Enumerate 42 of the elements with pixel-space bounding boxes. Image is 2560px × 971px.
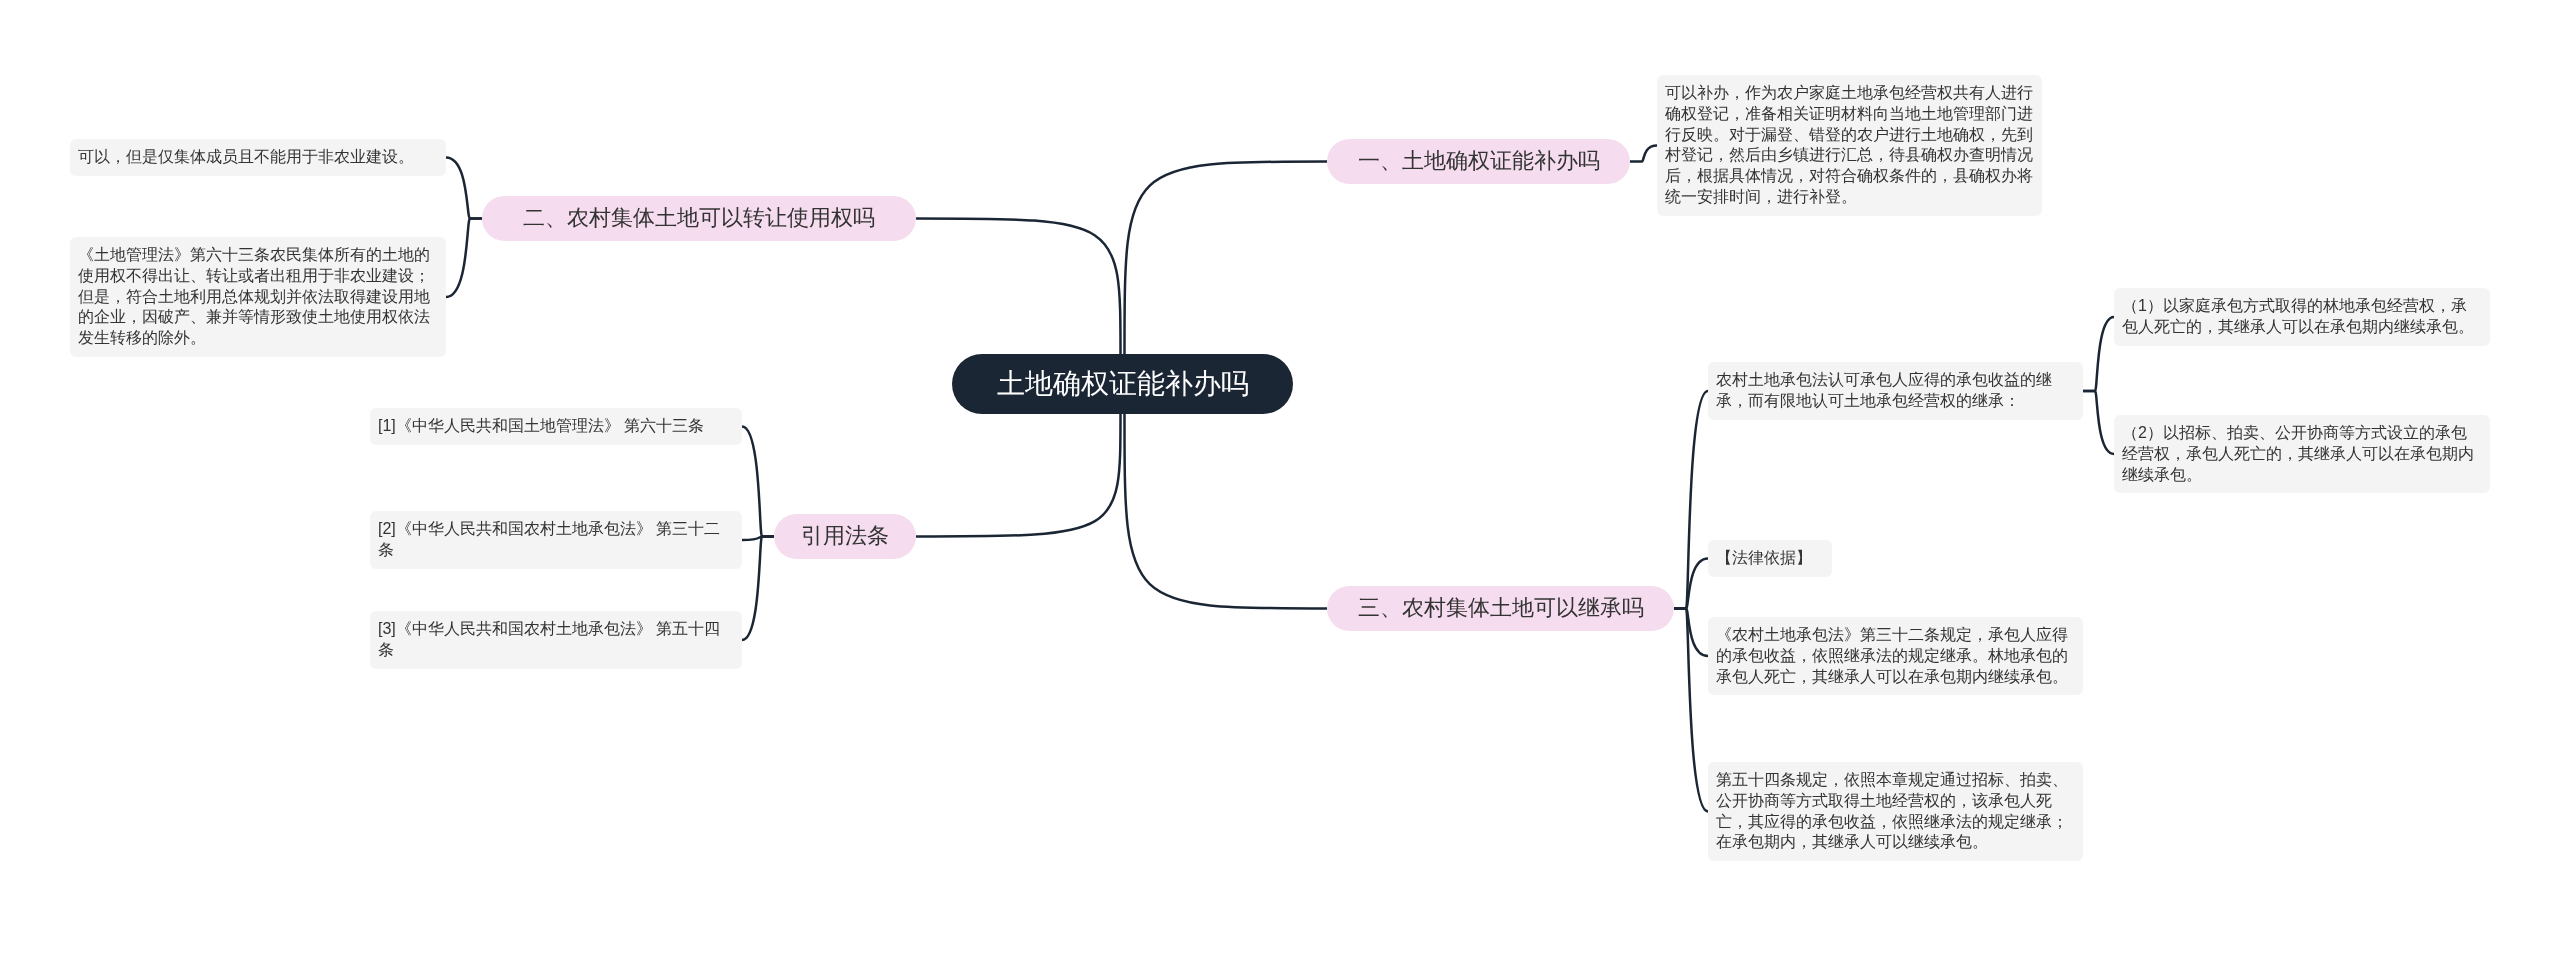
- note-card: [1657, 75, 2042, 216]
- topic-text: 《土地管理法》第六十三条农民集体所有的土地的使用权不得出让、转让或者出租用于非农业建设；但是，符合土地利用总体规划并依法取得建设用地的企业，因破产、兼并等情形致使土地使用权依法发生转移的除外。: [78, 245, 431, 349]
- connector-line: [445, 217, 482, 299]
- note-card: [1708, 362, 2083, 420]
- topic-text: 农村土地承包法认可承包人应得的承包收益的继承，而有限地认可土地承包经营权的继承：: [1716, 370, 2053, 411]
- note-card: [70, 237, 446, 357]
- note-card: [1708, 617, 2083, 696]
- topic-text: 一、土地确权证能补办吗: [1356, 147, 1601, 175]
- topic-text: 可以补办，作为农户家庭土地承包经营权共有人进行确权登记，准备相关证明材料向当地土地管理部门进行反映。对于漏登、错登的农户进行土地确权，先到村登记，然后由乡镇进行汇总，待县确权办查明情况后，根据具体情况，对符合确权条件的，县确权办将统一安排时间，进行补登。: [1665, 83, 2034, 207]
- topic-pill: [774, 514, 916, 559]
- note-card: [1708, 540, 1832, 577]
- topic-pill: [1327, 586, 1674, 631]
- topic-pill: [482, 196, 916, 241]
- topic-text: （1）以家庭承包方式取得的林地承包经营权，承包人死亡的，其继承人可以在承包期内继续承包。: [2122, 296, 2475, 337]
- topic-pill: [1327, 139, 1630, 184]
- topic-text: 二、农村集体土地可以转让使用权吗: [522, 204, 876, 232]
- topic-text: 三、农村集体土地可以继承吗: [1356, 594, 1645, 622]
- topic-text: 引用法条: [800, 522, 890, 550]
- topic-text: （2）以招标、拍卖、公开协商等方式设立的承包经营权，承包人死亡的，其继承人可以在承包期内继续承包。: [2122, 423, 2475, 485]
- topic-text: [3]《中华人民共和国农村土地承包法》 第五十四条: [378, 619, 722, 660]
- connector-line: [1123, 160, 1327, 354]
- topic-text: 《农村土地承包法》第三十二条规定，承包人应得的承包收益，依照继承法的规定继承。林地承包的承包人死亡，其继承人可以在承包期内继续承包。: [1716, 625, 2069, 687]
- note-card: [70, 139, 446, 176]
- topic-text: 可以，但是仅集体成员且不能用于非农业建设。: [78, 147, 415, 167]
- note-card: [370, 611, 742, 669]
- connector-line: [1674, 607, 1709, 813]
- topic-text: [2]《中华人民共和国农村土地承包法》 第三十二条: [378, 519, 722, 560]
- note-card: [370, 511, 742, 569]
- connector-line: [916, 414, 1122, 538]
- connector-line: [741, 535, 774, 642]
- topic-text: 土地确权证能补办吗: [995, 367, 1250, 401]
- note-card: [2114, 288, 2490, 346]
- connector-line: [2083, 389, 2115, 456]
- connector-line: [1630, 144, 1658, 163]
- note-card: [1708, 762, 2083, 862]
- connector-line: [916, 217, 1122, 354]
- topic-text: [1]《中华人民共和国土地管理法》 第六十三条: [378, 416, 706, 436]
- topic-text: 第五十四条规定，依照本章规定通过招标、拍卖、公开协商等方式取得土地经营权的，该承包人死亡，其应得的承包收益，依照继承法的规定继承；在承包期内，其继承人可以继续承包。: [1716, 770, 2069, 853]
- topic-text: 【法律依据】: [1716, 548, 1813, 568]
- note-card: [2114, 415, 2490, 494]
- note-card: [370, 408, 742, 445]
- connector-line: [1123, 414, 1327, 610]
